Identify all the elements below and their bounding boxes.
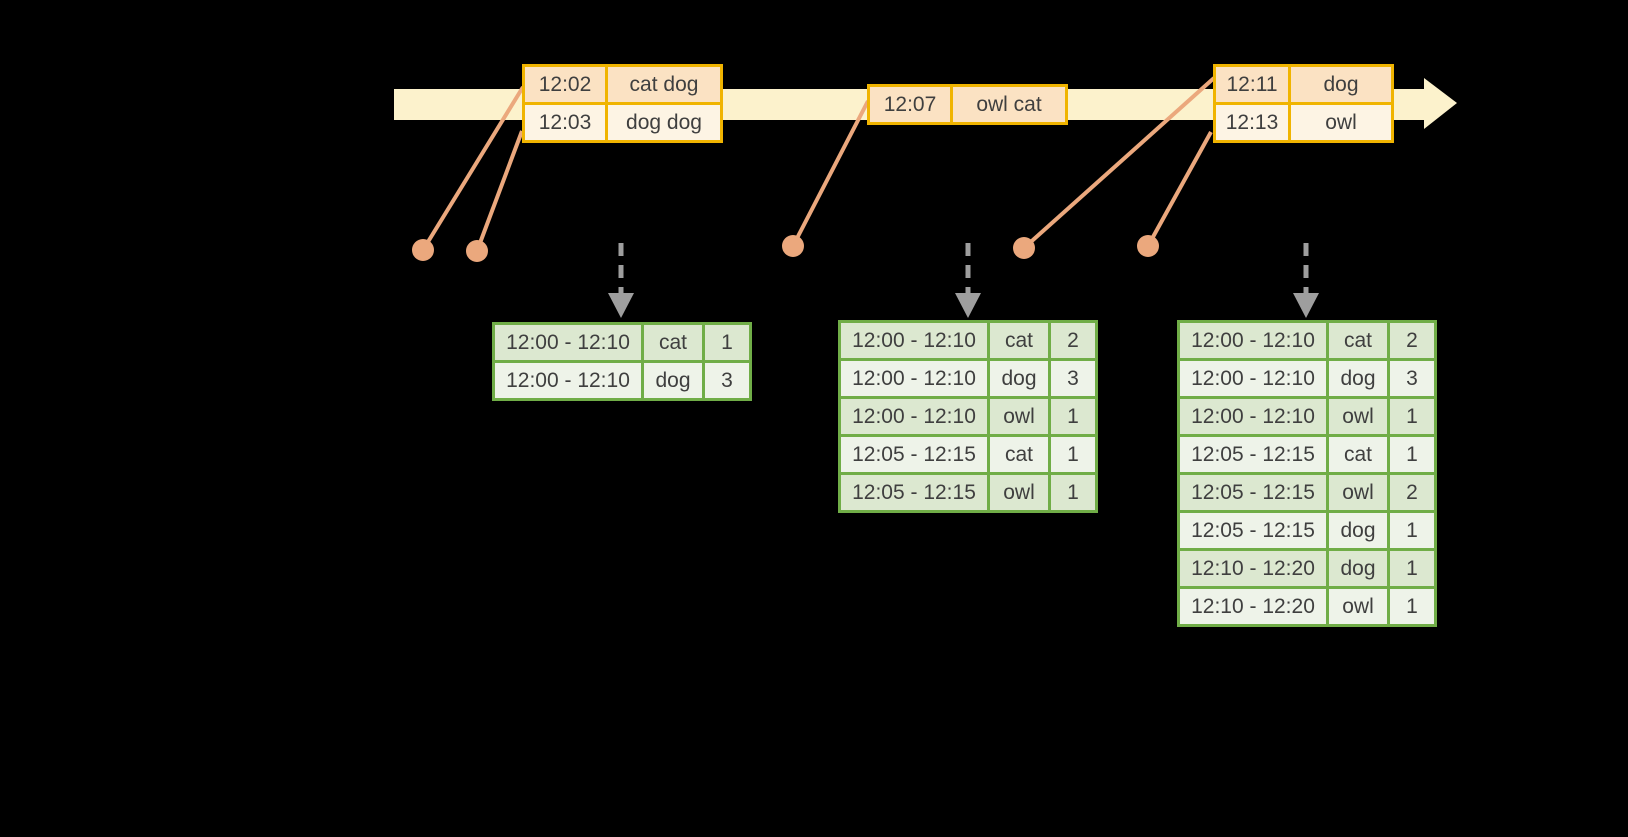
word-cell: dog [990, 361, 1048, 396]
event-words-cell: owl cat [953, 87, 1065, 122]
event-time-cell: 12:07 [870, 87, 950, 122]
trigger-arrow-head [608, 293, 634, 318]
event-words-cell: dog [1291, 67, 1391, 102]
count-cell: 1 [1051, 475, 1095, 510]
window-cell: 12:00 - 12:10 [1180, 323, 1326, 358]
word-cell: cat [1329, 437, 1387, 472]
event-dot [466, 240, 488, 262]
window-cell: 12:00 - 12:10 [495, 325, 641, 360]
window-cell: 12:10 - 12:20 [1180, 551, 1326, 586]
count-cell: 2 [1390, 475, 1434, 510]
event-dot [412, 239, 434, 261]
event-time-cell: 12:13 [1216, 105, 1288, 140]
timeline-arrowhead [1424, 78, 1457, 129]
window-cell: 12:05 - 12:15 [1180, 437, 1326, 472]
window-cell: 12:05 - 12:15 [841, 437, 987, 472]
event-connector-line [1022, 76, 1216, 250]
word-cell: cat [1329, 323, 1387, 358]
event-table-1: 12:02 cat dog 12:03 dog dog [522, 64, 723, 143]
event-dot [1013, 237, 1035, 259]
word-cell: owl [990, 399, 1048, 434]
word-cell: cat [644, 325, 702, 360]
count-cell: 2 [1390, 323, 1434, 358]
word-cell: dog [1329, 513, 1387, 548]
window-cell: 12:00 - 12:10 [495, 363, 641, 398]
count-cell: 1 [1390, 589, 1434, 624]
event-connector-line [791, 100, 870, 247]
count-cell: 1 [1051, 437, 1095, 472]
result-table-2: 12:00 - 12:10 cat 2 12:00 - 12:10 dog 3 … [838, 320, 1098, 513]
event-time-cell: 12:03 [525, 105, 605, 140]
window-cell: 12:05 - 12:15 [1180, 513, 1326, 548]
window-cell: 12:00 - 12:10 [1180, 361, 1326, 396]
count-cell: 1 [1390, 437, 1434, 472]
window-cell: 12:00 - 12:10 [841, 323, 987, 358]
result-table-3: 12:00 - 12:10 cat 2 12:00 - 12:10 dog 3 … [1177, 320, 1437, 627]
event-connector-line [421, 85, 525, 252]
word-cell: owl [1329, 399, 1387, 434]
window-cell: 12:00 - 12:10 [1180, 399, 1326, 434]
event-words-cell: owl [1291, 105, 1391, 140]
event-words-cell: dog dog [608, 105, 720, 140]
count-cell: 3 [1051, 361, 1095, 396]
window-cell: 12:05 - 12:15 [1180, 475, 1326, 510]
word-cell: cat [990, 437, 1048, 472]
word-cell: owl [990, 475, 1048, 510]
count-cell: 3 [705, 363, 749, 398]
trigger-arrow-head [1293, 293, 1319, 318]
count-cell: 3 [1390, 361, 1434, 396]
event-time-cell: 12:11 [1216, 67, 1288, 102]
event-words-cell: cat dog [608, 67, 720, 102]
count-cell: 1 [1390, 399, 1434, 434]
event-dot [1137, 235, 1159, 257]
word-cell: owl [1329, 475, 1387, 510]
window-cell: 12:05 - 12:15 [841, 475, 987, 510]
word-cell: dog [1329, 361, 1387, 396]
count-cell: 1 [1390, 551, 1434, 586]
word-cell: dog [1329, 551, 1387, 586]
word-cell: dog [644, 363, 702, 398]
event-time-cell: 12:02 [525, 67, 605, 102]
window-cell: 12:00 - 12:10 [841, 361, 987, 396]
count-cell: 1 [705, 325, 749, 360]
count-cell: 1 [1390, 513, 1434, 548]
word-cell: owl [1329, 589, 1387, 624]
event-connector-line [1146, 131, 1213, 247]
event-dot [782, 235, 804, 257]
event-table-2: 12:07 owl cat [867, 84, 1068, 125]
word-cell: cat [990, 323, 1048, 358]
window-cell: 12:00 - 12:10 [841, 399, 987, 434]
event-connector-line [475, 130, 524, 252]
window-cell: 12:10 - 12:20 [1180, 589, 1326, 624]
count-cell: 1 [1051, 399, 1095, 434]
count-cell: 2 [1051, 323, 1095, 358]
trigger-arrow-head [955, 293, 981, 318]
event-table-3: 12:11 dog 12:13 owl [1213, 64, 1394, 143]
result-table-1: 12:00 - 12:10 cat 1 12:00 - 12:10 dog 3 [492, 322, 752, 401]
